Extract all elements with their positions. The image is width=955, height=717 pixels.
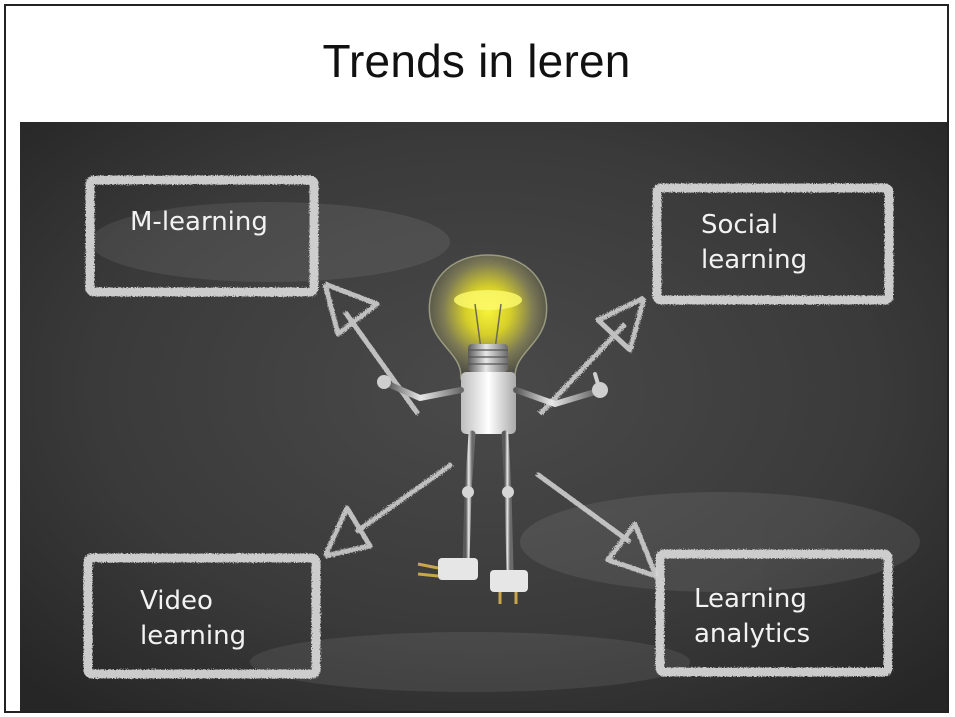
left-arm [385, 381, 464, 402]
left-plug-foot [438, 558, 478, 580]
lightbulb-figure [377, 254, 608, 604]
right-hand [592, 382, 608, 398]
frame-top-right [652, 183, 894, 305]
frame-bottom-right [655, 549, 893, 677]
topic-video-learning: Video learning [140, 586, 247, 651]
bulb-screw-base [468, 344, 508, 372]
topic-learning-analytics: Learning analytics [694, 584, 811, 649]
arrow-top-right [538, 295, 647, 416]
right-arm [513, 387, 598, 408]
chalk-smudges [90, 202, 920, 692]
chalkboard-illustration: M-learning Social learning Video learnin… [20, 122, 947, 711]
chalkboard-svg [20, 122, 947, 711]
bulb-filament-glow [454, 290, 522, 310]
left-hand [377, 375, 391, 389]
frame-bottom-left [83, 553, 321, 679]
topic-m-learning: M-learning [130, 207, 268, 237]
right-plug-foot [490, 570, 528, 592]
arrow-top-left [322, 281, 421, 416]
arrow-bottom-right [535, 471, 659, 579]
slide-title: Trends in leren [322, 35, 631, 87]
chalk-frames [83, 175, 894, 679]
topic-social-learning: Social learning [701, 210, 808, 275]
frame-top-left [85, 175, 319, 297]
chalk-arrows [322, 281, 659, 579]
arrow-bottom-left [322, 461, 454, 559]
slide: Trends in leren [4, 4, 949, 713]
socket-body [461, 372, 516, 434]
